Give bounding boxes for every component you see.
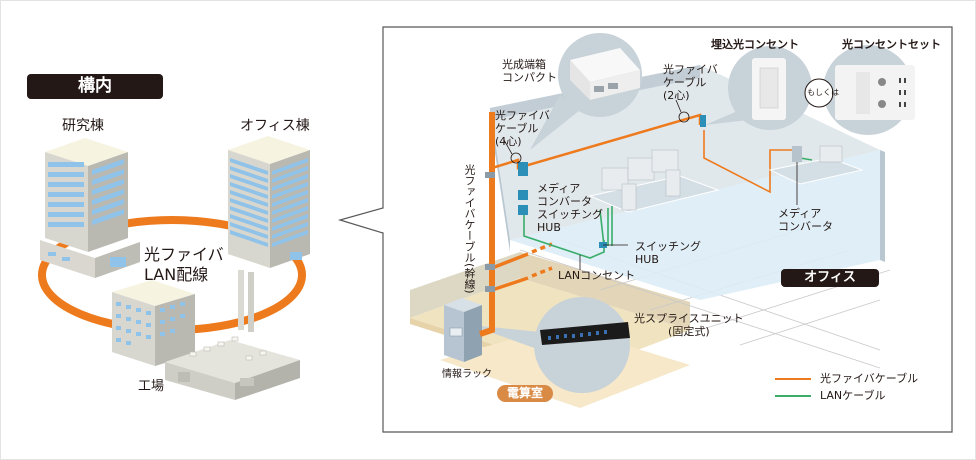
fiber-2core-label: 光ファイバ ケーブル (2心) (663, 63, 718, 102)
terminal-box-label-line2: コンパクト (502, 71, 557, 84)
media-converter-right-label-line2: コンバータ (778, 220, 833, 233)
media-converter-right (792, 146, 802, 162)
switching-hub-left-label-line2: HUB (537, 221, 561, 234)
legend-label-lan: LANケーブル (820, 389, 886, 402)
backbone-fiber (479, 112, 495, 337)
campus-tag: 構内 (27, 74, 163, 99)
fiber-branch-floor3 (491, 276, 529, 292)
media-converter-left-label: メディア コンバータ (537, 182, 592, 208)
terminal-box-label: 光成端箱 コンパクト (502, 58, 557, 84)
embedded-outlet-bubble (705, 46, 812, 130)
legend-label-fiber: 光ファイバケーブル (820, 372, 919, 385)
terminal-box-bubble (530, 33, 642, 150)
media-converter-right-label-line1: メディア (778, 207, 822, 220)
splice-unit-label: 光スプライスユニット (固定式) (634, 312, 744, 338)
info-rack-label: 情報ラック (442, 369, 492, 380)
or-label: もしくは (807, 88, 839, 97)
factory-label: 工場 (138, 379, 165, 394)
server-room-tag: 電算室 (497, 385, 553, 402)
outlet-set-label: 光コンセントセット (842, 38, 941, 51)
lan-outlet-label: LANコンセント (558, 269, 636, 282)
fiber-to-desk (703, 130, 795, 194)
fiber-4core-label-line2: ケーブル (495, 122, 539, 135)
legend-swatch-fiber (775, 378, 811, 380)
switching-hub-left-label: スイッチング HUB (537, 208, 603, 234)
splice-unit-label-line1: 光スプライスユニット (634, 312, 744, 325)
outlet-set-bubble (823, 45, 915, 135)
office-building (228, 136, 310, 268)
factory-chimneys (238, 270, 254, 332)
fiber-branch-floor3-dash (531, 266, 553, 278)
fiber-4core-label-line3: (4心) (495, 135, 522, 148)
wall-outlet (700, 115, 706, 127)
fiber-branch-floor2 (491, 252, 529, 270)
info-rack (444, 298, 482, 362)
research-building-label: 研究棟 (62, 118, 104, 134)
leader-lines (503, 99, 798, 270)
fiber-branch-floor2-dash (531, 242, 553, 254)
fiber-4core-label: 光ファイバ ケーブル (4心) (495, 109, 550, 148)
fiber-2core-label-line3: (2心) (663, 89, 690, 102)
fiber-junction-boxes (485, 172, 495, 292)
switching-hub-center-label-line1: スイッチング (635, 240, 701, 253)
office-pcs (601, 145, 843, 211)
media-converter-right-label: メディア コンバータ (778, 207, 833, 233)
factory-hall (165, 336, 300, 400)
media-converter-left (518, 162, 528, 176)
media-converter-left-label-line2: コンバータ (537, 195, 592, 208)
factory-office-building (112, 280, 195, 366)
switching-hub-left-label-line1: スイッチング (537, 208, 603, 221)
fiber-2core-label-line1: 光ファイバ (663, 63, 718, 76)
campus-illustration (38, 136, 310, 400)
fiber-4core-label-line1: 光ファイバ (495, 109, 550, 122)
research-building (40, 138, 140, 278)
office-tag: オフィス (781, 269, 879, 287)
splice-unit-label-line2: (固定式) (668, 325, 710, 338)
terminal-box-label-line1: 光成端箱 (502, 58, 546, 71)
media-converter-left-label-line1: メディア (537, 182, 581, 195)
ring-label-line2: LAN配線 (144, 265, 209, 284)
legend-swatch-lan (775, 395, 811, 397)
office-building-label: オフィス棟 (240, 118, 310, 134)
switching-hub-center-label-line2: HUB (635, 253, 659, 266)
splice-unit-bubble (470, 297, 630, 393)
switching-hub-center-label: スイッチング HUB (635, 240, 701, 266)
backbone-label: 光ファイバケーブル(幹線) (463, 164, 476, 294)
ring-label-line1: 光ファイバ (144, 245, 224, 264)
fiber-2core-label-line2: ケーブル (663, 76, 707, 89)
or-badge (804, 78, 834, 108)
switching-hub-left (518, 190, 528, 215)
embedded-outlet-label: 埋込光コンセント (711, 38, 799, 51)
